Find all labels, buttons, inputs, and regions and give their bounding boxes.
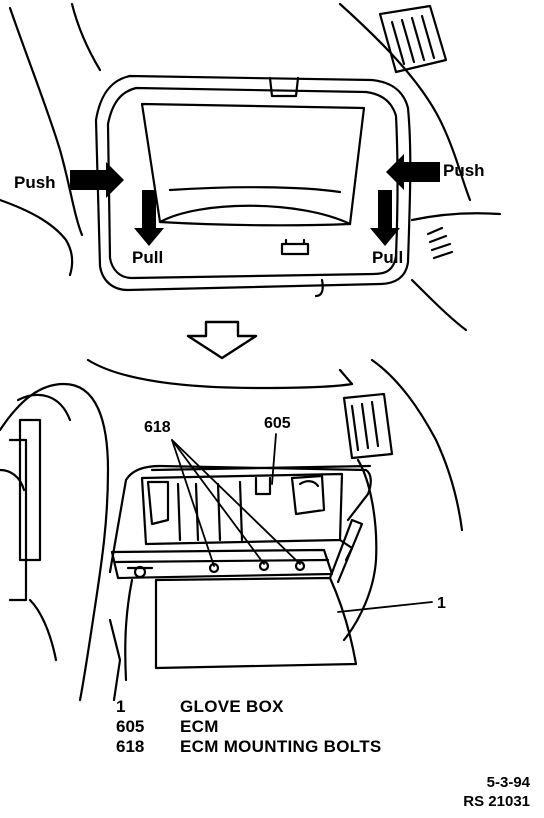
legend-description: ECM	[180, 717, 219, 736]
lower-trim	[124, 578, 134, 682]
glove-box-opening-inner	[106, 86, 399, 280]
dash-left-curve	[8, 6, 84, 237]
leader-1	[337, 601, 433, 613]
glove-box-lower	[154, 576, 358, 670]
figure-ref: RS 21031	[463, 793, 530, 810]
top-latch	[268, 76, 300, 98]
legend-number: 618	[116, 737, 145, 756]
dash-right-edge	[410, 212, 502, 222]
pull-label-right: Pull	[372, 248, 403, 267]
leader-618-3	[171, 439, 301, 565]
callout-618: 618	[144, 419, 171, 436]
hook	[314, 278, 324, 298]
parts-legend: 1 GLOVE BOX 605 ECM 618 ECM MOUNTING BOL…	[116, 697, 476, 757]
legend-description: GLOVE BOX	[180, 697, 284, 716]
push-arrow-left	[70, 162, 124, 198]
glove-box-bin-line	[168, 186, 342, 194]
legend-row-605: 605 ECM	[116, 717, 476, 737]
dash-top-line	[338, 368, 354, 386]
dash-right-outline	[370, 358, 464, 532]
legend-number: 605	[116, 717, 145, 736]
legend-row-1: 1 GLOVE BOX	[116, 697, 476, 717]
leader-618-1	[171, 439, 215, 567]
dash-top-curve	[70, 2, 102, 72]
pull-arrow-left	[134, 190, 164, 246]
dash-left-panel-2	[8, 438, 28, 602]
lower-left-bracket	[108, 618, 122, 702]
bottom-view	[0, 358, 464, 702]
push-label-left: Push	[14, 173, 56, 192]
bottom-latch	[280, 242, 310, 256]
dash-top-contour	[86, 358, 354, 390]
callout-1: 1	[437, 595, 446, 612]
top-view	[0, 2, 502, 332]
right-brace	[328, 518, 364, 584]
mounting-rail-lip	[114, 558, 330, 564]
ecm-connector-right	[290, 474, 326, 516]
legend-description: ECM MOUNTING BOLTS	[180, 737, 382, 756]
legend-row-618: 618 ECM MOUNTING BOLTS	[116, 737, 476, 757]
glove-box-opening	[94, 74, 412, 292]
pull-arrow-right	[370, 190, 400, 246]
transition-arrow	[186, 320, 258, 360]
pedal-top	[378, 4, 448, 74]
mounting-bolt-3	[294, 560, 306, 572]
callout-605: 605	[264, 415, 291, 432]
figure-stamp: 5-3-94 RS 21031	[463, 773, 530, 811]
figure-date: 5-3-94	[486, 774, 530, 791]
dash-right-curve	[338, 2, 472, 202]
ecm-top-strip	[150, 464, 372, 472]
push-label-right: Push	[443, 161, 485, 180]
leader-605	[271, 433, 277, 485]
pedal-bottom	[342, 392, 394, 460]
ecm-connector-left	[146, 480, 170, 526]
glove-box-bin-floor	[158, 204, 352, 226]
dash-right-outline-2	[342, 458, 378, 642]
pull-label-left: Pull	[132, 248, 163, 267]
dash-left-outline	[0, 382, 110, 702]
latch-tabs	[284, 238, 306, 246]
vent-lines	[426, 226, 454, 260]
mounting-bolt-2	[258, 560, 270, 572]
dash-left-edge	[0, 198, 74, 277]
dash-left-panel	[18, 418, 42, 562]
dash-right-curve-2	[410, 278, 468, 332]
leader-618-2	[171, 439, 265, 565]
ecm-ribs	[176, 480, 244, 542]
dash-left-inner	[16, 393, 72, 422]
ecm-bracket	[254, 476, 272, 496]
legend-number: 1	[116, 697, 126, 716]
glove-box-bin	[140, 102, 366, 227]
push-arrow-right	[386, 154, 440, 190]
